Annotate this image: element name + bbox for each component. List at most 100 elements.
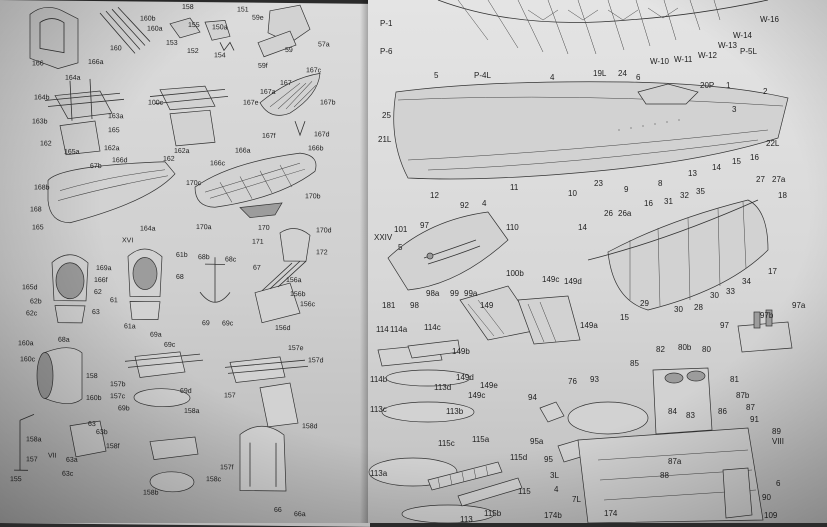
label-4-bow: 4 [482, 199, 487, 208]
label-4-bottom: 4 [554, 485, 559, 494]
label-100c: 100c [148, 99, 164, 107]
label-62b: 166f [94, 276, 108, 285]
part-68b-base [129, 301, 161, 321]
label-156b: 68c [225, 256, 237, 264]
label-114: 114 [376, 325, 389, 334]
label-83: 83 [686, 411, 695, 420]
label-67b: 172 [316, 249, 328, 257]
label-VII: 158f [106, 443, 120, 451]
part-63-davit [14, 413, 35, 471]
label-25: 25 [382, 111, 391, 120]
part-160-barrels [99, 6, 151, 54]
part-149a-plate [517, 295, 581, 345]
part-164-platform-right [159, 85, 216, 111]
label-P-6: P-6 [380, 47, 393, 56]
label-166b-boat: 164a [140, 225, 156, 233]
label-158c: 157c [110, 393, 126, 401]
label-157: 69b [118, 405, 130, 413]
label-113d: 113d [434, 383, 452, 392]
label-115b: 115b [484, 509, 502, 518]
part-114c-panel [407, 339, 461, 359]
part-62-lens [55, 262, 85, 300]
label-66: 63 [88, 420, 96, 429]
label-68a: 61 [110, 297, 118, 305]
label-88: 88 [660, 471, 669, 480]
label-26: 26 [604, 209, 613, 218]
label-3: 3 [732, 105, 737, 114]
label-XXIV: XXIV [374, 233, 393, 242]
label-W-11: W-11 [674, 55, 693, 64]
label-63a: 157 [26, 456, 38, 464]
label-170a: 166b [308, 145, 324, 153]
part-80-funnel-hole-1 [664, 372, 684, 384]
part-59-capstan [267, 4, 311, 44]
part-166-housing [29, 6, 79, 69]
label-81: 81 [730, 375, 739, 384]
part-162-base [169, 109, 216, 147]
label-159a: 66a [294, 511, 306, 519]
label-29: 29 [640, 299, 649, 308]
label-16-stern: 16 [644, 199, 653, 208]
label-97-bow: 97 [420, 221, 429, 230]
label-W-13: W-13 [718, 41, 737, 50]
label-80b: 80b [678, 343, 692, 352]
label-93: 93 [590, 375, 599, 384]
bow-hawse-hole [426, 252, 434, 260]
label-66c: 63c [62, 470, 74, 478]
label-156d: 69c [222, 320, 234, 328]
label-151: 151 [237, 6, 249, 14]
label-W-12: W-12 [698, 51, 717, 60]
hull-frame-chevrons [527, 7, 679, 21]
right-page: P-1 P-6 P-4L P-5L W-10 W-11 W-12 W-13 W-… [368, 0, 827, 523]
label-158-top: 158 [182, 3, 194, 12]
part-150a-bracket [204, 19, 231, 41]
part-113d-disc [385, 369, 471, 387]
hull-frame-ribs [457, 0, 721, 55]
label-67: 170d [316, 227, 332, 235]
label-149: 149 [480, 301, 494, 310]
part-167-ribs [269, 81, 317, 110]
label-63: 158a [26, 436, 42, 444]
label-97b: 97b [760, 311, 774, 320]
label-W-10: W-10 [650, 57, 669, 66]
bow-section [387, 211, 509, 291]
label-167f: 167f [262, 132, 276, 140]
label-162: 162 [40, 140, 52, 148]
label-68b: 61a [124, 323, 136, 331]
label-59f: 59f [258, 62, 268, 70]
label-160d: 156b [290, 291, 306, 299]
label-109: 109 [764, 511, 778, 520]
label-26a: 26a [618, 209, 632, 218]
label-61: 62c [26, 310, 38, 318]
part-109-block [722, 467, 753, 519]
part-68-lens [132, 257, 158, 290]
label-69-drum: 68a [58, 336, 70, 344]
label-5: 5 [434, 71, 439, 80]
label-149d-b: 149d [456, 373, 474, 382]
label-159: 66 [274, 506, 282, 514]
label-7L: 7L [572, 495, 581, 504]
part-158-mount [149, 436, 199, 461]
label-157-right: 158d [302, 423, 318, 431]
right-page-drawings [368, 0, 793, 523]
left-page: 166 166a 160b 160a 160 153 152 155 150a … [0, 0, 370, 527]
part-154-clip [219, 41, 235, 52]
part-164-rails-right [149, 88, 229, 105]
label-34: 34 [742, 277, 751, 286]
label-13: 13 [688, 169, 697, 178]
label-167c: 167c [306, 67, 322, 75]
part-66-winch [69, 420, 107, 458]
label-9: 9 [624, 185, 629, 194]
part-113b-disc [381, 401, 475, 423]
part-61-base [54, 305, 86, 324]
label-149c: 149c [542, 275, 560, 284]
label-162a: 162a [104, 145, 120, 153]
label-149a: 149a [580, 321, 598, 330]
label-160a-gun: 156c [300, 301, 316, 309]
label-98a: 98a [426, 289, 440, 298]
label-W-14: W-14 [733, 31, 752, 40]
label-30-a: 30 [710, 291, 719, 300]
stern-frames [629, 201, 747, 307]
label-VIII: VIII [772, 437, 785, 446]
